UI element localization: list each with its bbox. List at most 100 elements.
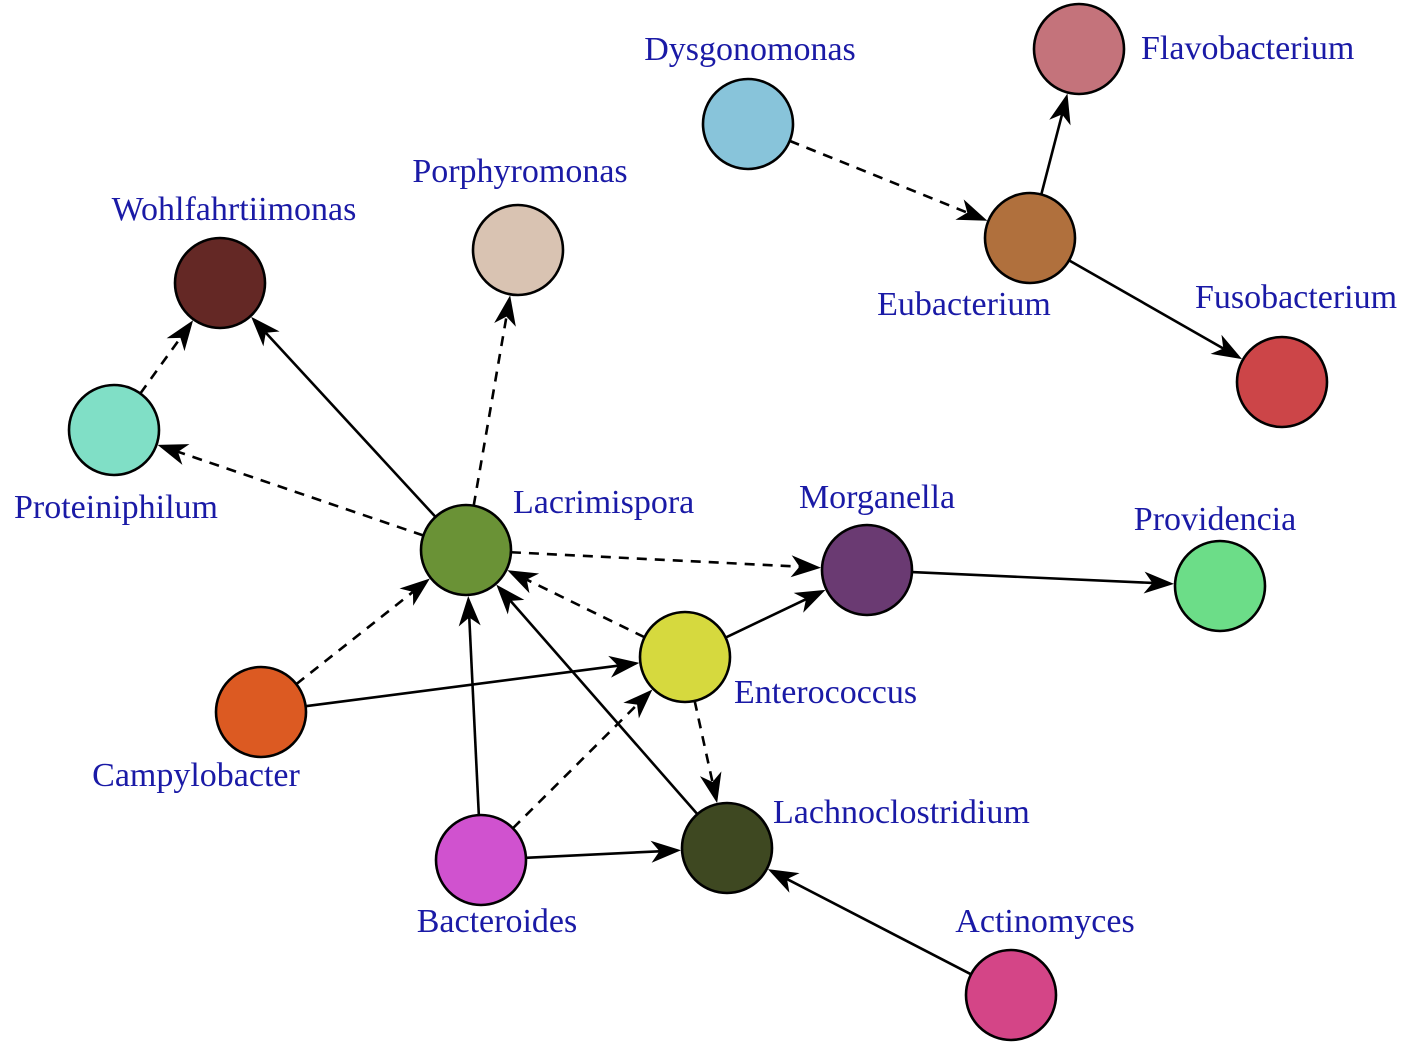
edge-line <box>467 617 481 816</box>
arrowhead <box>157 444 190 465</box>
edge-line <box>511 703 638 830</box>
edge-actinomyces-to-lachnoclostridium <box>767 869 972 976</box>
node-label: Morganella <box>799 479 955 516</box>
edge-bacteroides-to-enterococcus <box>511 689 653 830</box>
node-circle <box>701 77 795 171</box>
node-circle <box>471 203 565 297</box>
node-label: Proteiniphilum <box>14 489 218 526</box>
node-circle <box>983 191 1077 285</box>
arrowhead <box>650 840 682 863</box>
node-label: Providencia <box>1134 501 1296 538</box>
edge-lacrimispora-to-porphyromonas <box>472 295 516 506</box>
node-circle <box>67 383 161 477</box>
arrowhead <box>955 199 988 221</box>
node-circle <box>434 813 528 907</box>
node-label: Fusobacterium <box>1195 279 1397 316</box>
edge-line <box>789 139 968 214</box>
node-label: Lacrimispora <box>513 484 694 521</box>
node-flavobacterium: Flavobacterium <box>1032 2 1354 96</box>
edge-enterococcus-to-lacrimispora <box>507 570 646 639</box>
node-label: Wohlfahrtiimonas <box>112 191 357 228</box>
arrowhead <box>1210 334 1243 360</box>
edge-line <box>264 331 437 518</box>
arrowhead <box>623 689 653 719</box>
node-circle <box>1235 335 1329 429</box>
node-circle <box>680 801 774 895</box>
node-label: Eubacterium <box>877 286 1051 323</box>
edge-line <box>1068 259 1224 350</box>
node-proteiniphilum: Proteiniphilum <box>14 383 218 526</box>
edge-dysgonomonas-to-eubacterium <box>789 139 988 221</box>
arrowhead <box>251 316 280 347</box>
arrowhead <box>1049 93 1071 126</box>
arrowhead <box>494 295 516 327</box>
edge-line <box>509 599 699 816</box>
edge-lacrimispora-to-wohlfahrtiimonas <box>251 316 437 518</box>
node-wohlfahrtiimonas: Wohlfahrtiimonas <box>112 191 357 330</box>
edge-bacteroides-to-lacrimispora <box>458 595 481 816</box>
node-morganella: Morganella <box>799 479 955 617</box>
node-label: Flavobacterium <box>1141 30 1354 67</box>
node-providencia: Providencia <box>1134 501 1296 633</box>
node-label: Campylobacter <box>92 757 300 794</box>
node-label: Bacteroides <box>417 903 578 940</box>
node-circle <box>214 665 308 759</box>
edge-line <box>295 590 414 686</box>
edge-enterococcus-to-morganella <box>725 589 826 639</box>
arrowhead <box>790 555 822 578</box>
node-circle <box>638 610 732 704</box>
edge-campylobacter-to-lacrimispora <box>295 578 430 686</box>
node-lachnoclostridium: Lachnoclostridium <box>680 794 1030 895</box>
node-dysgonomonas: Dysgonomonas <box>644 31 856 171</box>
node-circle <box>1032 2 1126 96</box>
edge-line <box>1040 114 1064 195</box>
edge-line <box>472 316 508 506</box>
node-circle <box>964 948 1058 1042</box>
node-label: Actinomyces <box>955 903 1134 940</box>
edge-line <box>177 450 424 537</box>
node-bacteroides: Bacteroides <box>417 813 578 940</box>
edge-bacteroides-to-lachnoclostridium <box>525 840 682 863</box>
arrowhead <box>793 589 826 613</box>
arrowhead <box>1143 571 1175 594</box>
node-fusobacterium: Fusobacterium <box>1195 279 1397 429</box>
edge-line <box>725 597 807 639</box>
edge-lacrimispora-to-proteiniphilum <box>157 444 424 537</box>
edge-proteiniphilum-to-wohlfahrtiimonas <box>139 320 194 395</box>
edge-line <box>139 337 182 395</box>
edge-campylobacter-to-enterococcus <box>305 655 640 708</box>
node-eubacterium: Eubacterium <box>877 191 1077 323</box>
edge-line <box>693 700 714 783</box>
edge-enterococcus-to-lachnoclostridium <box>693 700 722 804</box>
edge-line <box>786 877 972 976</box>
node-circle <box>820 523 914 617</box>
arrowhead <box>399 578 430 606</box>
edge-eubacterium-to-flavobacterium <box>1040 93 1071 195</box>
node-lacrimispora: Lacrimispora <box>419 484 694 597</box>
arrowhead <box>608 655 640 678</box>
edge-lacrimispora-to-morganella <box>510 550 822 578</box>
arrowhead <box>458 595 481 627</box>
edge-eubacterium-to-fusobacterium <box>1068 259 1243 360</box>
edge-line <box>510 550 800 568</box>
edge-line <box>525 849 660 860</box>
node-actinomyces: Actinomyces <box>955 903 1135 1042</box>
node-circle <box>1173 539 1267 633</box>
arrowhead <box>699 771 722 804</box>
edge-morganella-to-providencia <box>911 570 1175 594</box>
arrowhead <box>767 869 800 893</box>
node-label: Dysgonomonas <box>644 31 856 68</box>
edges-layer <box>139 93 1243 976</box>
edge-lachnoclostridium-to-lacrimispora <box>496 584 699 816</box>
node-circle <box>173 236 267 330</box>
node-label: Lachnoclostridium <box>773 794 1030 831</box>
edge-line <box>526 578 646 639</box>
arrowhead <box>166 320 194 352</box>
node-enterococcus: Enterococcus <box>638 610 917 711</box>
node-label: Porphyromonas <box>412 153 627 190</box>
arrowhead <box>507 570 540 594</box>
node-porphyromonas: Porphyromonas <box>412 153 628 297</box>
arrowhead <box>496 584 525 615</box>
